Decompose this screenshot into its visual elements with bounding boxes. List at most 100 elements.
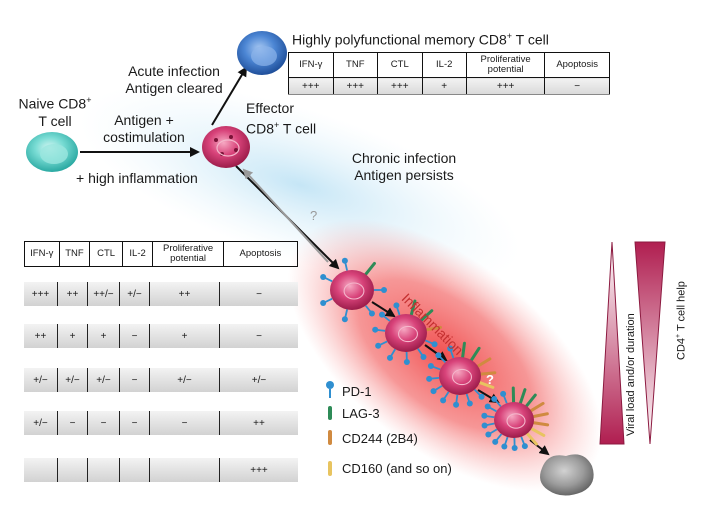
cd244-receptor-icon [529,401,545,413]
pd1-receptor-icon [440,391,450,404]
legend-cd244-label: CD244 (2B4) [342,431,418,446]
exhaustion-header-cell: Proliferative potential [152,241,224,267]
lag3-receptor-icon [461,341,466,359]
legend-pd1-label: PD-1 [342,384,372,399]
pd1-receptor-icon [326,381,334,398]
exhaustion-table-header: IFN-γ TNF CTL IL-2 Proliferative potenti… [24,241,299,267]
cd244-receptor-icon [532,412,549,418]
pd1-receptor-icon [341,309,348,323]
lag3-receptor-icon [364,261,376,276]
cd160-receptor-icon [328,461,332,476]
pd1-receptor-icon [481,422,495,429]
exhaustion-row-1: +++ ++ ++/− +/− ++ − [24,282,298,306]
exhaustion-cell: ++ [253,417,265,429]
pd1-receptor-icon [386,348,396,361]
pd1-receptor-icon [365,305,375,317]
pd1-receptor-icon [435,352,447,363]
memory-header-cell: CTL [377,52,423,78]
pd1-receptor-icon [447,345,455,359]
pd1-receptor-icon [372,326,386,333]
pd1-receptor-icon [374,287,387,293]
pd1-receptor-icon [375,340,388,349]
pd1-receptor-icon [492,433,503,445]
pd1-receptor-icon [484,403,497,413]
pd1-receptor-icon [453,394,460,408]
deleted-cell-icon [540,454,594,496]
exhaustion-cell: − [256,330,262,342]
exhaustion-cell: ++ [58,282,88,306]
cd244-receptor-icon [328,430,332,445]
exhaustion-cell: − [256,288,262,300]
effector-to-memory-arrow [211,66,248,126]
exhaustion-header-row: IFN-γ TNF CTL IL-2 Proliferative potenti… [24,241,299,267]
exhaustion-cell: − [58,411,88,435]
exhaustion-cell [88,458,120,482]
memory-header-cell: Proliferative potential [465,52,546,78]
exhaustion-cell: ++/− [88,282,120,306]
cd244-receptor-icon [476,357,492,368]
exhaustion-cell: +++ [24,282,58,306]
memory-header-cell: TNF [332,52,379,78]
exhaustion-cell: − [120,411,150,435]
memory-header-cell: IFN-γ [288,52,334,78]
effector-cell-label: Effector CD8+ T cell [246,100,317,137]
pd1-receptor-icon [417,348,427,360]
exhaustion-cell: ++ [150,282,220,306]
memory-table-row: +++ +++ +++ + +++ − [288,77,610,95]
pd1-receptor-icon [379,311,391,322]
exhaustion-cell: − [88,411,120,435]
exhaustion-cell: +/− [24,368,58,392]
pd1-receptor-icon [320,273,333,283]
pd1-receptor-icon [465,393,473,407]
pd1-receptor-icon [427,363,441,371]
viral-load-label: Viral load and/or duration [625,313,637,436]
lag3-receptor-icon [518,388,527,405]
exhaustion-cell: +/− [24,411,58,435]
viral-load-wedge [599,241,625,445]
pd1-receptor-icon [341,257,348,271]
memory-value-cell: + [421,77,467,95]
exhaustion-cell: +/− [58,368,88,392]
cd160-receptor-icon [478,381,495,389]
memory-value-cell: +++ [377,77,423,95]
pd1-receptor-icon [491,395,502,408]
exhaustion-cell: + [58,324,88,348]
pd1-receptor-icon [511,437,518,451]
exhaustion-header-cell: Apoptosis [222,241,299,267]
lag3-receptor-icon [525,393,537,408]
memory-cell-title: Highly polyfunctional memory CD8+ T cell [292,31,549,48]
pd1-receptor-icon [501,436,509,450]
pd1-receptor-icon [481,412,495,419]
exhaustion-cell: +/− [150,368,220,392]
exhausted-t-cell-icon [481,386,550,451]
exhaustion-cell: +++ [250,464,268,476]
exhaustion-cell [58,458,88,482]
exhaustion-header-cell: IFN-γ [24,241,60,267]
lag3-receptor-icon [469,346,481,362]
exhaustion-cell [150,458,220,482]
exhaustion-cell: − [120,368,150,392]
cd160-receptor-icon [530,427,546,437]
effector-t-cell-icon [202,126,250,168]
memory-value-cell: +++ [332,77,379,95]
lag3-receptor-icon [419,309,434,322]
exhaustion-cell: +/− [120,282,150,306]
exhaustion-cell: − [150,411,220,435]
pd1-receptor-icon [393,302,401,316]
lag3-receptor-icon [328,406,332,420]
pd1-receptor-icon [426,375,440,382]
exhaustion-header-cell: CTL [89,241,123,267]
lag3-receptor-icon [409,299,417,317]
memory-header-cell: IL-2 [421,52,467,78]
reversion-arrow [242,168,329,263]
exhaustion-cell [24,458,58,482]
cd244-receptor-icon [479,371,497,376]
stage2-to-stage3-arrow [424,344,448,362]
pd1-receptor-icon [403,351,410,365]
memory-value-cell: +++ [288,77,334,95]
exhaustion-cell [120,458,150,482]
exhaustion-cell: +/− [251,374,267,386]
memory-value-cell: − [544,77,610,95]
